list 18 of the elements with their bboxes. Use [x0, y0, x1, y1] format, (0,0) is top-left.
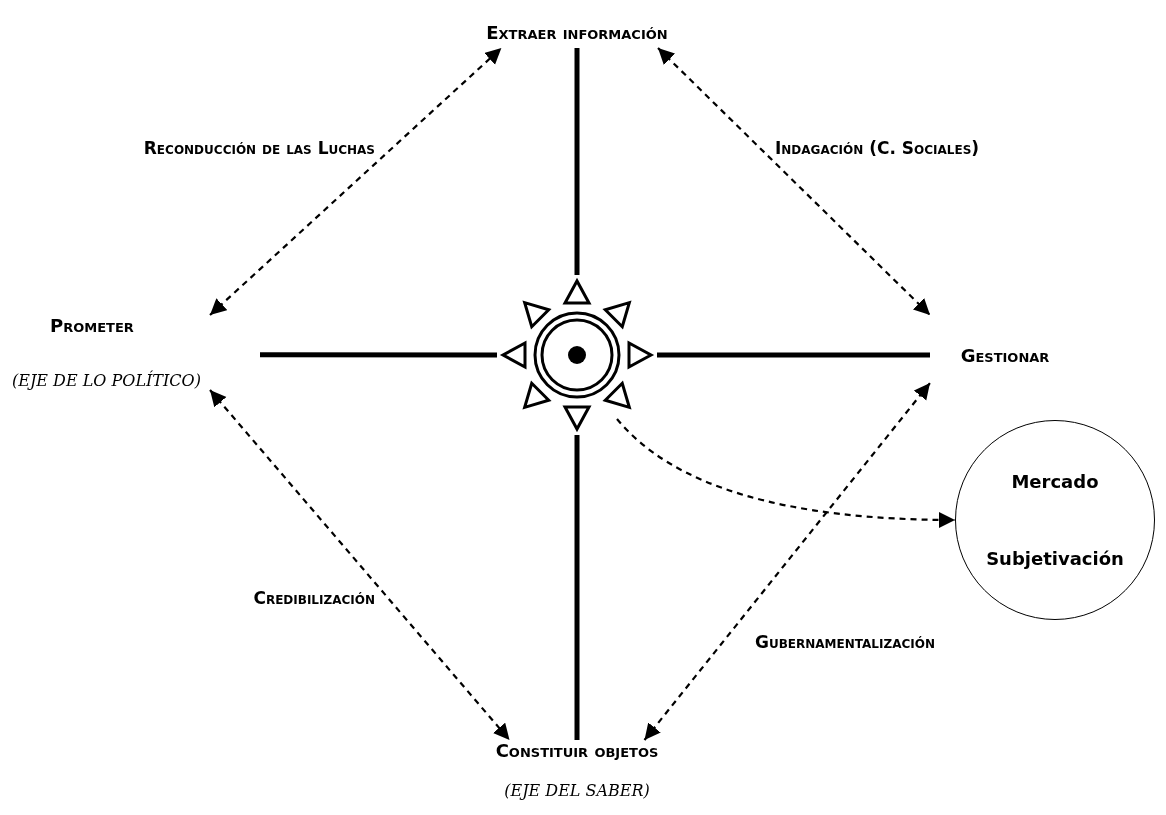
axis-caption: (EJE DEL SABER): [504, 781, 650, 800]
arrow: [209, 389, 511, 741]
axis-line: [574, 435, 580, 740]
axis-pole-label: Extraer información: [486, 21, 668, 43]
axis-caption: (EJE DE LO POLÍTICO): [12, 371, 201, 390]
node-text: Subjetivación: [986, 548, 1124, 569]
axis-line: [657, 352, 930, 358]
arrow: [643, 382, 931, 741]
node-text: Mercado: [1011, 471, 1099, 492]
arrow: [657, 47, 931, 316]
arrow: [209, 47, 503, 316]
axis-line: [574, 48, 580, 275]
axis-pole-label: Constituir objetos: [495, 740, 659, 761]
axis-pole-label: Gestionar: [960, 344, 1050, 366]
axis-line: [260, 352, 497, 358]
axis-pole-label: Prometer: [50, 315, 134, 336]
edge-label: Indagación (C. Sociales): [775, 138, 980, 158]
arrow: [616, 418, 955, 528]
